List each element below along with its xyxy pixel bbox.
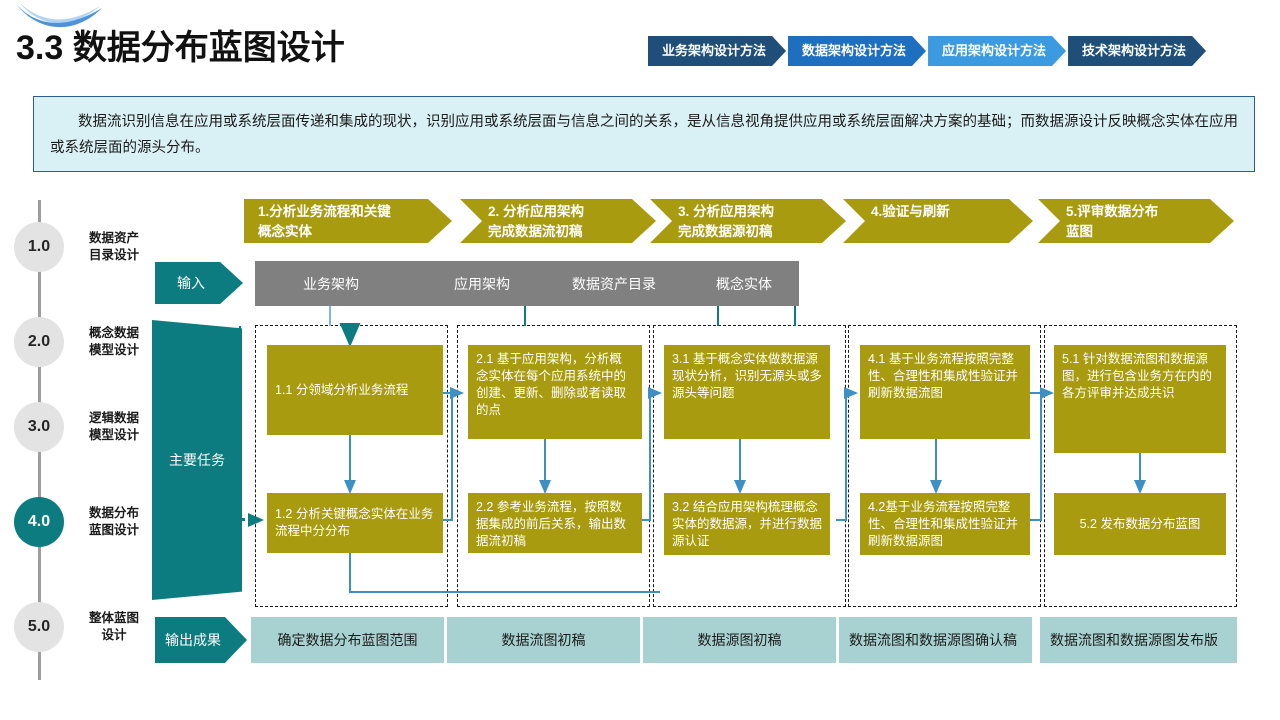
row-label-output: 输出成果: [155, 617, 247, 663]
nav-item-business-architecture[interactable]: 业务架构设计方法: [648, 36, 786, 66]
output-box-1[interactable]: 确定数据分布蓝图范围: [251, 617, 444, 663]
row-label-input: 输入: [155, 262, 243, 304]
nav-item-technology-architecture[interactable]: 技术架构设计方法: [1068, 36, 1206, 66]
output-box-4[interactable]: 数据流图和数据源图确认稿: [839, 617, 1032, 663]
task-5-1[interactable]: 5.1 针对数据流图和数据源图，进行包含业务方在内的各方评审并达成共识: [1054, 345, 1226, 453]
phase-1-header[interactable]: 1.分析业务流程和关键概念实体: [244, 199, 452, 243]
intro-description: 数据流识别信息在应用或系统层面传递和集成的现状，识别应用或系统层面与信息之间的关…: [33, 96, 1255, 172]
timeline-number-2: 2.0: [14, 317, 64, 367]
timeline-number-1: 1.0: [14, 222, 64, 272]
nav-item-data-architecture[interactable]: 数据架构设计方法: [788, 36, 926, 66]
task-1-2[interactable]: 1.2 分析关键概念实体在业务流程中分分布: [267, 493, 443, 553]
output-box-3[interactable]: 数据源图初稿: [643, 617, 836, 663]
input-box-business-architecture[interactable]: 业务架构: [255, 261, 407, 306]
input-box-conceptual-entity[interactable]: 概念实体: [689, 261, 799, 306]
page-title: 3.3 数据分布蓝图设计: [16, 29, 345, 67]
phase-3-header[interactable]: 3. 分析应用架构完成数据源初稿: [650, 199, 846, 243]
phase-2-header[interactable]: 2. 分析应用架构完成数据流初稿: [460, 199, 656, 243]
task-2-2[interactable]: 2.2 参考业务流程，按照数据集成的前后关系，输出数据流初稿: [468, 493, 642, 553]
timeline-number-4: 4.0: [14, 497, 64, 547]
timeline-label-1: 数据资产目录设计: [88, 231, 139, 262]
task-4-2[interactable]: 4.2基于业务流程按照完整性、合理性和集成性验证并刷新数据源图: [860, 493, 1030, 555]
timeline-label-4: 数据分布蓝图设计: [88, 506, 139, 537]
row-label-main-tasks: 主要任务: [152, 320, 242, 600]
timeline-number-5: 5.0: [14, 602, 64, 652]
task-3-1[interactable]: 3.1 基于概念实体做数据源现状分析，识别无源头或多源头等问题: [664, 345, 830, 439]
phase-4-header[interactable]: 4.验证与刷新: [843, 199, 1033, 243]
task-4-1[interactable]: 4.1 基于业务流程按照完整性、合理性和集成性验证并刷新数据流图: [860, 345, 1030, 439]
task-2-1[interactable]: 2.1 基于应用架构，分析概念实体在每个应用系统中的创建、更新、删除或者读取的点: [468, 345, 642, 439]
task-5-2[interactable]: 5.2 发布数据分布蓝图: [1054, 493, 1226, 555]
input-box-application-architecture[interactable]: 应用架构: [406, 261, 558, 306]
nav-item-application-architecture[interactable]: 应用架构设计方法: [928, 36, 1066, 66]
top-navigation: 业务架构设计方法 数据架构设计方法 应用架构设计方法 技术架构设计方法: [648, 36, 1208, 66]
output-box-5[interactable]: 数据流图和数据源图发布版: [1040, 617, 1237, 663]
input-box-data-asset-catalog[interactable]: 数据资产目录: [538, 261, 690, 306]
phase-5-header[interactable]: 5.评审数据分布蓝图: [1038, 199, 1234, 243]
timeline-label-3: 逻辑数据模型设计: [88, 411, 139, 442]
task-1-1[interactable]: 1.1 分领域分析业务流程: [267, 345, 443, 435]
output-box-2[interactable]: 数据流图初稿: [447, 617, 640, 663]
timeline-label-5: 整体蓝图设计: [88, 611, 139, 642]
task-3-2[interactable]: 3.2 结合应用架构梳理概念实体的数据源，并进行数据源认证: [664, 493, 830, 555]
timeline-number-3: 3.0: [14, 402, 64, 452]
timeline-label-2: 概念数据模型设计: [88, 326, 139, 357]
